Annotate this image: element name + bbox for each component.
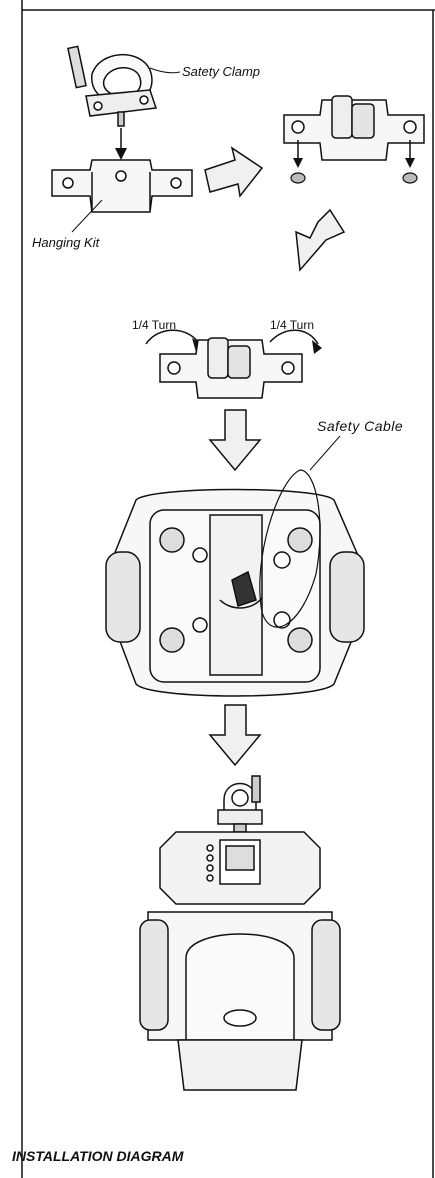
diagram-caption: INSTALLATION DIAGRAM bbox=[12, 1148, 184, 1164]
process-arrow-right bbox=[204, 146, 264, 198]
mounted-clamp-icon bbox=[217, 775, 263, 833]
bracket-locked-icon bbox=[159, 337, 303, 399]
clamp-down-arrow bbox=[115, 128, 127, 160]
process-arrow-down-left bbox=[295, 208, 346, 272]
hanging-kit-leader bbox=[71, 199, 103, 233]
rotation-arrow-right bbox=[269, 329, 319, 345]
process-arrow-down-1 bbox=[208, 409, 262, 472]
safety-clamp-icon bbox=[67, 45, 158, 127]
moving-head-fixture-side-icon bbox=[139, 831, 341, 1091]
safety-cable-label: Safety Cable bbox=[317, 418, 404, 434]
hanging-kit-label: Hanging Kit bbox=[32, 235, 100, 250]
hanging-kit-bracket-icon bbox=[51, 159, 193, 213]
quarter-turn-right-label: 1/4 Turn bbox=[270, 318, 315, 332]
safety-cable-leader bbox=[309, 435, 341, 471]
safety-cable-loop bbox=[259, 469, 321, 628]
clamp-label-leader bbox=[149, 67, 181, 74]
bracket-with-clamp-icon bbox=[283, 95, 425, 161]
rotation-arrow-left bbox=[145, 329, 199, 345]
quarter-turn-left-label: 1/4 Turn bbox=[132, 318, 177, 332]
safety-clamp-label: Satety Clamp bbox=[182, 64, 261, 79]
process-arrow-down-2 bbox=[208, 704, 262, 767]
moving-head-fixture-icon bbox=[105, 488, 365, 697]
quick-lock-bolt-icon bbox=[290, 140, 418, 184]
rotation-arrow-right-head bbox=[312, 340, 322, 354]
